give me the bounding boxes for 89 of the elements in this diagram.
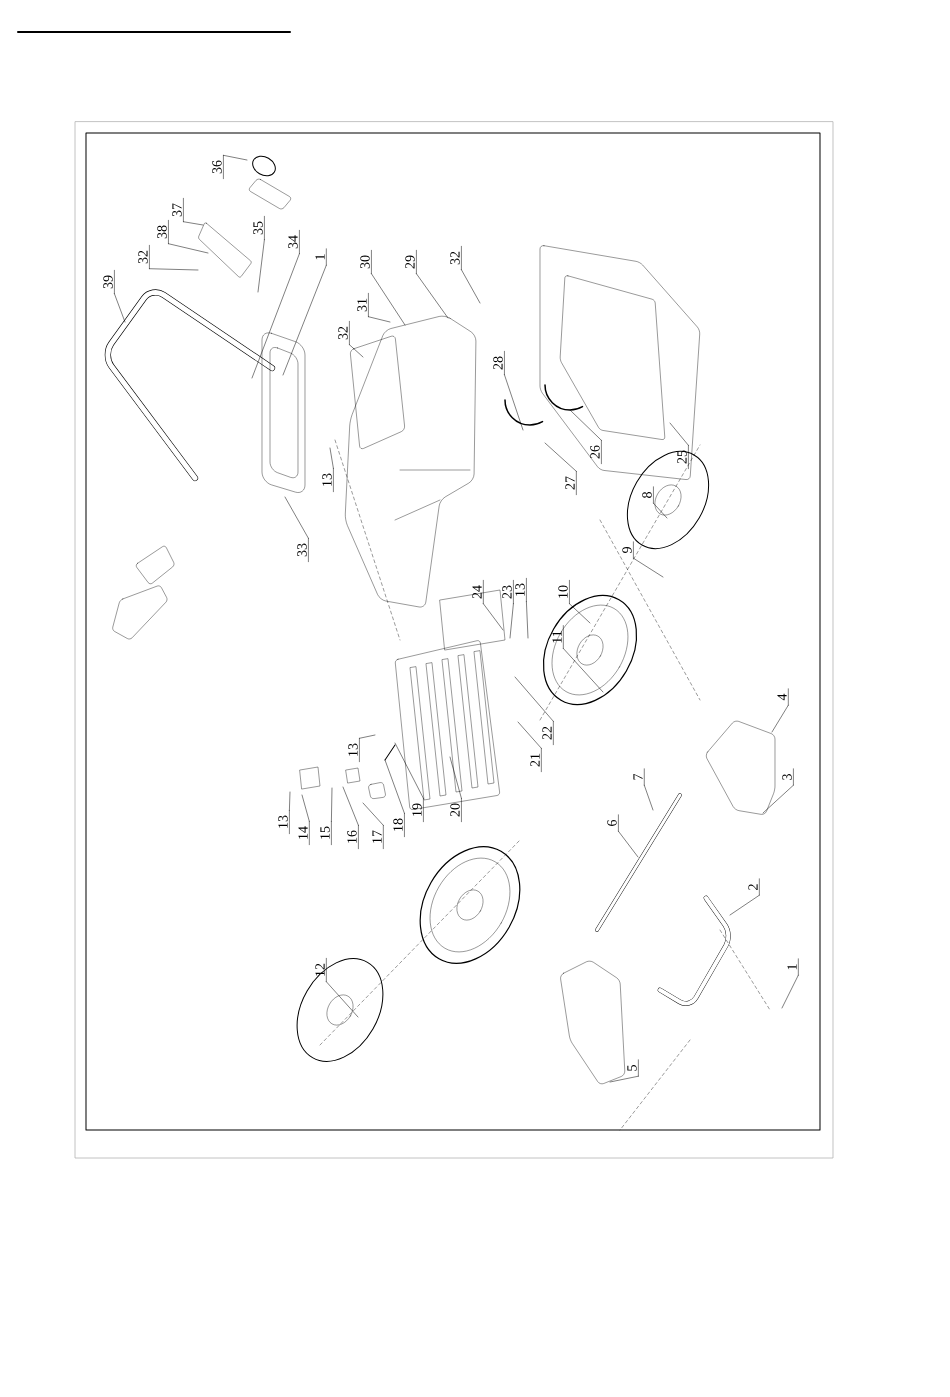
callout-number: 17 <box>372 825 384 849</box>
leader-line <box>563 648 604 693</box>
callout-number: 7 <box>633 768 645 786</box>
callout-number: 22 <box>542 721 554 745</box>
leader-line <box>362 802 384 826</box>
leader-line <box>483 603 504 631</box>
callout-number: 20 <box>450 798 462 822</box>
leader-line <box>349 344 364 358</box>
leader-line <box>284 496 309 539</box>
callout-number: 13 <box>348 738 360 762</box>
callout-number: 34 <box>288 230 300 254</box>
leader-line <box>517 721 542 749</box>
leader-line <box>509 603 514 639</box>
callout-number: 38 <box>157 220 169 244</box>
leader-line <box>514 676 554 722</box>
callout-number: 1 <box>315 248 327 266</box>
callout-number: 6 <box>607 814 619 832</box>
leader-line <box>289 791 291 811</box>
leader-line <box>251 253 300 379</box>
callout-number: 5 <box>627 1059 639 1077</box>
leader-line <box>394 742 424 799</box>
leader-line <box>771 704 789 733</box>
callout-number: 24 <box>472 580 484 604</box>
callout-number: 32 <box>338 321 350 345</box>
leader-line <box>301 794 310 822</box>
leader-line <box>653 502 668 519</box>
callout-number: 32 <box>450 246 462 270</box>
callout-number: 10 <box>558 580 570 604</box>
callout-number: 21 <box>530 748 542 772</box>
leader-line <box>544 442 577 472</box>
leader-line <box>729 894 760 916</box>
leader-line <box>781 974 799 1009</box>
callout-number: 1 <box>787 958 799 976</box>
leader-line <box>329 447 334 469</box>
callout-number: 2 <box>748 878 760 896</box>
callout-number: 19 <box>412 798 424 822</box>
leader-line <box>326 981 359 1018</box>
leader-line <box>644 784 654 811</box>
callout-number: 27 <box>565 471 577 495</box>
leader-line <box>371 273 406 326</box>
leader-line <box>569 603 591 624</box>
leader-line <box>168 243 209 254</box>
callout-number: 14 <box>298 821 310 845</box>
callout-number: 13 <box>278 810 290 834</box>
callout-number: 35 <box>253 216 265 240</box>
callout-number: 23 <box>502 580 514 604</box>
callout-number: 9 <box>622 541 634 559</box>
callout-number: 16 <box>347 825 359 849</box>
callout-number: 30 <box>360 250 372 274</box>
callout-number: 18 <box>393 813 405 837</box>
callout-number: 28 <box>493 351 505 375</box>
leader-line <box>368 316 391 323</box>
leader-line <box>359 734 376 739</box>
leader-line <box>331 787 333 822</box>
callout-number: 15 <box>320 821 332 845</box>
leader-line <box>282 264 327 376</box>
callout-number: 32 <box>138 245 150 269</box>
callout-number: 25 <box>677 445 689 469</box>
callout-number: 12 <box>315 958 327 982</box>
leader-line <box>669 422 689 446</box>
callout-number: 13 <box>322 468 334 492</box>
callout-number: 31 <box>357 293 369 317</box>
leader-line <box>384 759 405 814</box>
callout-number: 33 <box>297 538 309 562</box>
leader-line <box>618 830 639 858</box>
callout-number: 8 <box>642 486 654 504</box>
leader-line <box>449 756 462 799</box>
leader-line <box>633 557 664 578</box>
leader-line <box>504 374 524 431</box>
leader-line <box>114 293 126 323</box>
leader-line <box>342 786 359 826</box>
callout-number: 36 <box>212 155 224 179</box>
leader-line <box>461 269 481 304</box>
callout-number: 11 <box>552 625 564 649</box>
leader-line <box>526 601 529 639</box>
callout-number: 37 <box>172 198 184 222</box>
callout-number: 4 <box>777 688 789 706</box>
callout-number: 3 <box>782 768 794 786</box>
leader-line <box>183 221 204 226</box>
leader-line <box>609 1075 639 1083</box>
leader-line <box>149 268 199 271</box>
leader-line <box>223 155 248 161</box>
callout-number: 13 <box>515 578 527 602</box>
callout-number: 29 <box>405 250 417 274</box>
leader-line <box>257 239 265 293</box>
callout-number: 26 <box>590 440 602 464</box>
callout-number: 39 <box>103 270 115 294</box>
leader-line <box>762 784 794 814</box>
leader-line <box>416 273 449 319</box>
